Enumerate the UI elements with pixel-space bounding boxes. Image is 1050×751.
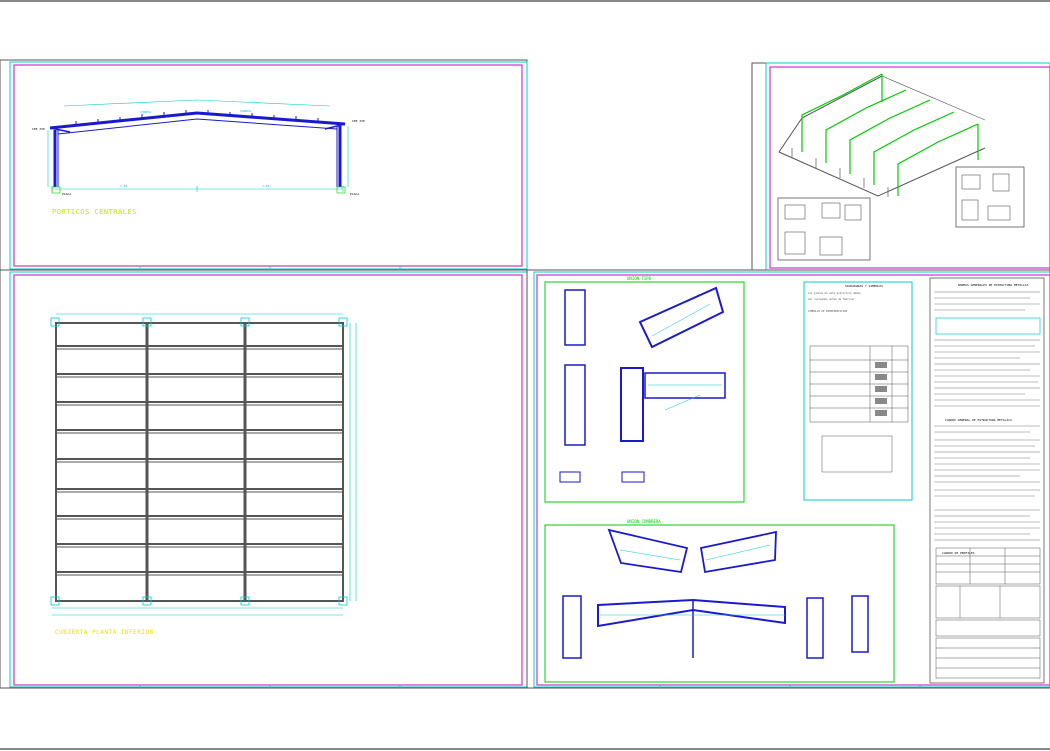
sheet-axonometric (751, 62, 1050, 271)
perfiles-title: CUADRO DE PERFILES (942, 551, 975, 555)
especificaciones-subtitle: CUADRO GENERAL DE ESTRUCTURA METALICA (945, 418, 1012, 422)
svg-text:CORREA: CORREA (140, 110, 151, 114)
cubierta-title: CUBIERTA PLANTA INFERIOR (55, 629, 154, 636)
union-tipo-box (544, 281, 745, 503)
sheet-cubierta (0, 269, 528, 689)
especificaciones-title: NORMAS GENERALES DE ESTRUCTURA METALICA (958, 283, 1029, 287)
union-cumbrera-title: UNION CUMBRERA (627, 519, 661, 524)
3d-frame-drawing (778, 73, 986, 197)
svg-text:7.50: 7.50 (120, 184, 127, 188)
svg-text:SIMBOLOS DE REPRESENTACION: SIMBOLOS DE REPRESENTACION (808, 309, 848, 313)
svg-text:PLACA: PLACA (350, 192, 359, 196)
portal-frame-drawing (49, 111, 346, 187)
svg-text:IPE 330: IPE 330 (352, 119, 365, 123)
union-tipo-title: UNION TIPO (627, 276, 652, 281)
svg-text:ser revisados antes de fabrica: ser revisados antes de fabricar (808, 297, 855, 301)
svg-text:7.50: 7.50 (262, 184, 269, 188)
svg-text:IPE 330: IPE 330 (32, 127, 45, 131)
svg-text:PLACA: PLACA (62, 192, 71, 196)
sheet-detalles: Los planos de esta estructura deben ser … (526, 269, 1050, 689)
soldadura-box (803, 281, 913, 501)
svg-text:CORREA: CORREA (240, 109, 251, 113)
especificaciones-box (929, 277, 1045, 684)
soldadura-title: SOLDADURAS Y SIMBOLOS (845, 284, 883, 288)
union-cumbrera-box (544, 524, 895, 683)
svg-text:Los planos de esta estructura: Los planos de esta estructura deben (808, 291, 861, 295)
roof-plan-grid (50, 313, 357, 616)
porticos-title: PORTICOS CENTRALES (52, 208, 137, 216)
